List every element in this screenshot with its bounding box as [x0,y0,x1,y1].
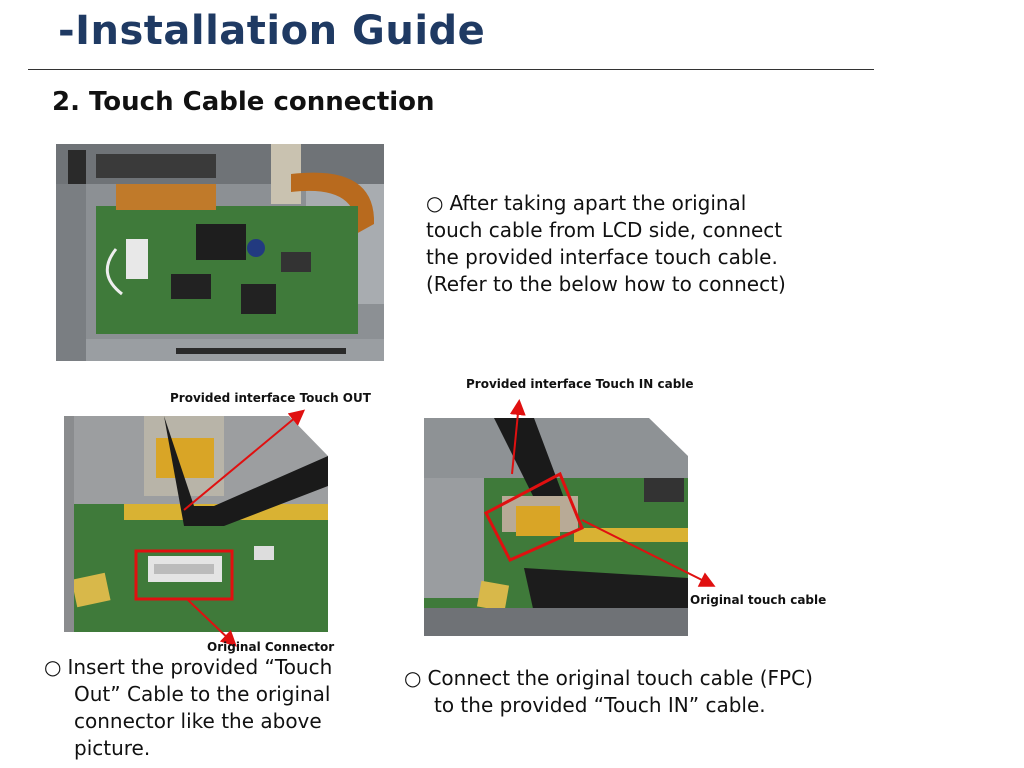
caption-right-line-1: Connect the original touch cable (FPC) [427,666,813,690]
highlight-box-original-connector [134,549,234,601]
caption-right-line-2: to the provided “Touch IN” cable. [434,693,766,717]
intro-line-1: After taking apart the original [449,191,747,215]
arrow-original-connector [187,599,237,647]
caption-right: ○Connect the original touch cable (FPC) … [404,665,894,719]
photo-touch-in-connector [424,418,688,636]
intro-line-4: (Refer to the below how to connect) [426,272,786,296]
caption-left-line-1: Insert the provided “Touch [67,655,333,679]
intro-line-2: touch cable from LCD side, connect [426,218,783,242]
label-original-connector: Original Connector [207,640,335,654]
bullet-circle-icon: ○ [426,191,444,215]
caption-left-line-4: picture. [74,736,151,760]
caption-left-line-2: Out” Cable to the original [74,682,331,706]
photo-touch-out-connector [64,416,328,632]
arrow-touch-out [183,409,306,511]
arrow-original-cable [581,519,716,587]
caption-left: ○Insert the provided “Touch Out” Cable t… [44,654,414,762]
highlight-box-touch-in [483,471,584,562]
intro-line-3: the provided interface touch cable. [426,245,778,269]
page-title: -Installation Guide [58,8,486,54]
title-divider [28,69,874,70]
caption-left-line-3: connector like the above [74,709,322,733]
photo-circuit-board-overview [56,144,384,361]
label-touch-in: Provided interface Touch IN cable [466,377,694,391]
bullet-circle-icon: ○ [44,655,62,679]
bullet-circle-icon: ○ [404,666,422,690]
label-touch-out: Provided interface Touch OUT [170,391,371,405]
arrow-touch-in [509,399,526,475]
section-heading: 2. Touch Cable connection [52,87,435,117]
intro-text: ○After taking apart the original touch c… [426,190,846,298]
label-original-cable: Original touch cable [690,593,827,607]
